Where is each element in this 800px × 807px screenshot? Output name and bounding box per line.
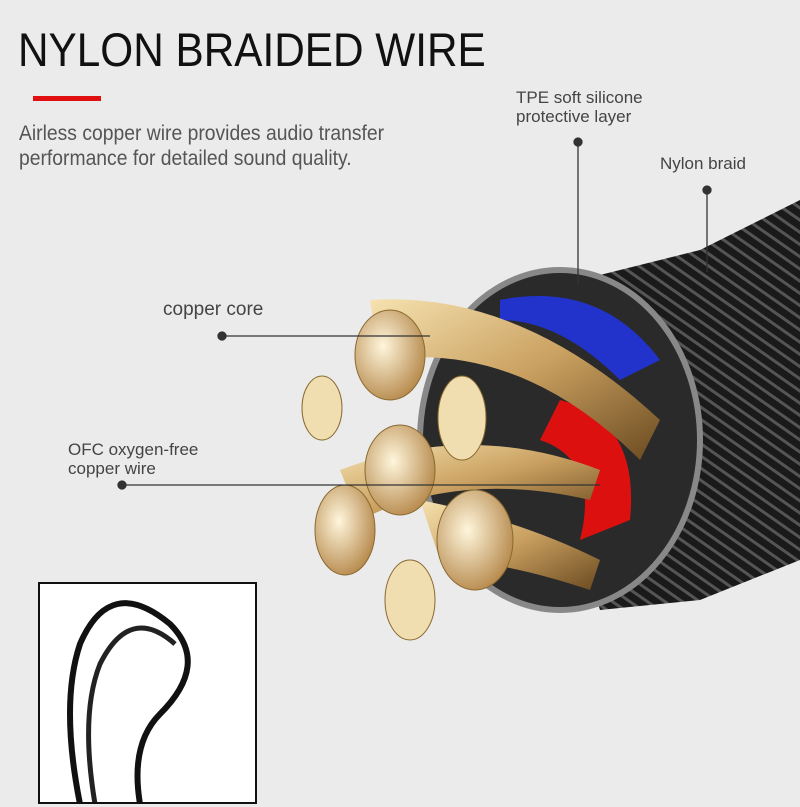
copper-core	[370, 299, 660, 460]
description-line: performance for detailed sound quality.	[19, 147, 352, 170]
callout-lines	[117, 137, 712, 490]
description-line: Airless copper wire provides audio trans…	[19, 122, 385, 145]
callout-text: copper wire	[68, 459, 156, 478]
description: Airless copper wire provides audio trans…	[19, 121, 384, 171]
blue-insulation	[500, 296, 660, 380]
callout-text: OFC oxygen-free	[68, 440, 199, 459]
page-title: NYLON BRAIDED WIRE	[18, 23, 486, 76]
cable-loop-image	[67, 600, 191, 805]
callout-text: TPE soft silicone	[516, 88, 643, 107]
callout-nylon: Nylon braid	[660, 154, 746, 173]
wire-end-faces	[301, 309, 514, 641]
cable-loop-photo	[38, 582, 257, 805]
callout-ofc: OFC oxygen-free copper wire	[68, 440, 198, 478]
callout-tpe: TPE soft silicone protective layer	[516, 88, 643, 126]
accent-bar	[33, 96, 101, 101]
callout-text: protective layer	[516, 107, 632, 126]
callout-copper-core: copper core	[163, 299, 264, 320]
